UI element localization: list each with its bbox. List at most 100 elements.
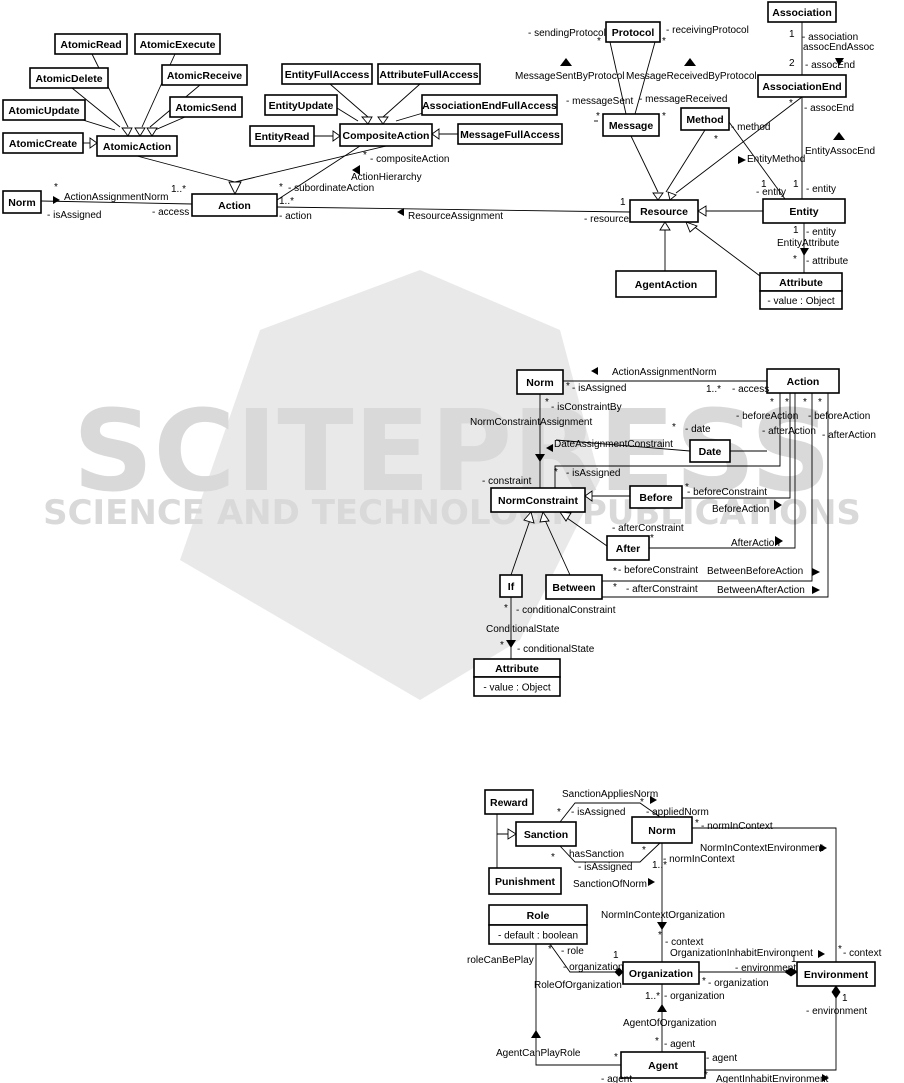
relation-label: - agent [706,1053,737,1064]
class-name: If [508,581,515,593]
relation-label: * [662,36,666,47]
relation-label: AgentInhabitEnvironment [716,1074,829,1083]
relation-label: BeforeAction [712,504,769,515]
class-attribute-compartment [759,290,843,310]
class-box [457,123,563,145]
class-name: Norm [526,377,553,389]
relation-label: - resource [584,214,629,225]
class-name: Sanction [524,829,568,841]
class-name: Punishment [495,876,556,888]
class-attribute-compartment [488,924,588,945]
class-name: Role [527,910,550,922]
relation-label: - isAssigned [571,807,625,818]
relation-label: AgentCanPlayRole [496,1048,581,1059]
class-associationendfullaccess: AssociationEndFullAccess [421,94,558,116]
class-box [339,123,433,147]
class-attribute: - value : Object [483,683,550,694]
class-name: AtomicUpdate [8,105,79,117]
relation-label: 1 [789,29,795,40]
relation-label: - conditionalState [517,644,595,655]
class-box [516,369,564,395]
relation-label: * [545,397,549,408]
class-name: Protocol [612,27,655,39]
class-punishment: Punishment [488,867,562,895]
class-box [605,21,661,43]
relation-label: 1..* [652,860,667,871]
relation-label: * [596,111,600,122]
relation-label: * [672,422,676,433]
relation-label: * [54,182,58,193]
class-name: Action [787,376,820,388]
relation-label: * [714,134,718,145]
watermark: SCITEPRESS SCIENCE AND TECHNOLOGY PUBLIC… [43,270,861,700]
class-box [96,135,178,157]
relation-label: 1..* [645,991,660,1002]
class-entityread: EntityRead [249,125,315,147]
relation-label: - normInContext [701,821,773,832]
relation-label: RoleOfOrganization [534,980,622,991]
relation-label: * [838,944,842,955]
relation-label: * [551,852,555,863]
class-name: Association [772,7,832,19]
relation-label: - afterAction [762,426,816,437]
gen-entityupdate [336,107,359,122]
class-name: AttributeFullAccess [379,69,478,81]
class-box [2,190,42,214]
class-name: EntityRead [255,131,310,143]
relation-label: 1..* [706,384,721,395]
class-box [620,1051,706,1079]
relation-label: * [613,582,617,593]
relation-label: - assocEnd [804,103,854,114]
class-date: Date [689,439,731,463]
class-atomicread: AtomicRead [54,33,128,55]
class-entity: Entity [762,198,846,224]
relation-label: SanctionOfNorm [573,879,647,890]
class-name: AtomicRead [60,39,121,51]
relation-label: - isAssigned [572,383,626,394]
relation-label: * [770,397,774,408]
relation-label: - messageSent [566,96,633,107]
class-box [622,961,700,985]
relation-label: 1 [613,950,619,961]
class-box [191,193,278,217]
relation-label: ActionAssignmentNorm [612,367,716,378]
class-box [796,961,876,987]
class-box [689,439,731,463]
relation-label: - appliedNorm [646,807,709,818]
class-name: Before [639,492,672,504]
class-name: AtomicAction [103,141,171,153]
class-sanction: Sanction [515,821,577,847]
class-name: Method [686,114,723,126]
relation-label: * [554,467,558,478]
class-name: Norm [8,197,35,209]
class-name: Attribute [495,663,539,675]
relation-label: * [785,397,789,408]
class-norm3: Norm [631,816,693,844]
relation-label: DateAssignmentConstraint [554,439,673,450]
relation-label: - subordinateAction [288,183,374,194]
class-box [2,99,86,121]
relation-label: - role [561,946,584,957]
class-atomicupdate: AtomicUpdate [2,99,86,121]
class-box [377,63,481,85]
relation-label: 1 [793,225,799,236]
class-name: MessageFullAccess [460,129,560,141]
relation-label: * [655,1036,659,1047]
class-box [2,132,84,154]
class-name: AssociationEndFullAccess [422,100,557,112]
class-name: Reward [490,797,528,809]
class-name: After [616,543,641,555]
watermark-subtitle: SCIENCE AND TECHNOLOGY PUBLICATIONS [43,493,861,533]
relation-label: - isAssigned [566,468,620,479]
relation-label: ConditionalState [486,624,560,635]
relation-label: - afterConstraint [612,523,684,534]
class-before: Before [629,485,683,509]
relation-label: hasSanction [569,849,624,860]
relation-label: - conditionalConstraint [516,605,616,616]
relation-label: EntityAssocEnd [805,146,875,157]
class-attribute: - default : boolean [498,931,578,942]
relation-label: - afterAction [822,430,876,441]
class-name: NormConstraint [498,495,578,507]
